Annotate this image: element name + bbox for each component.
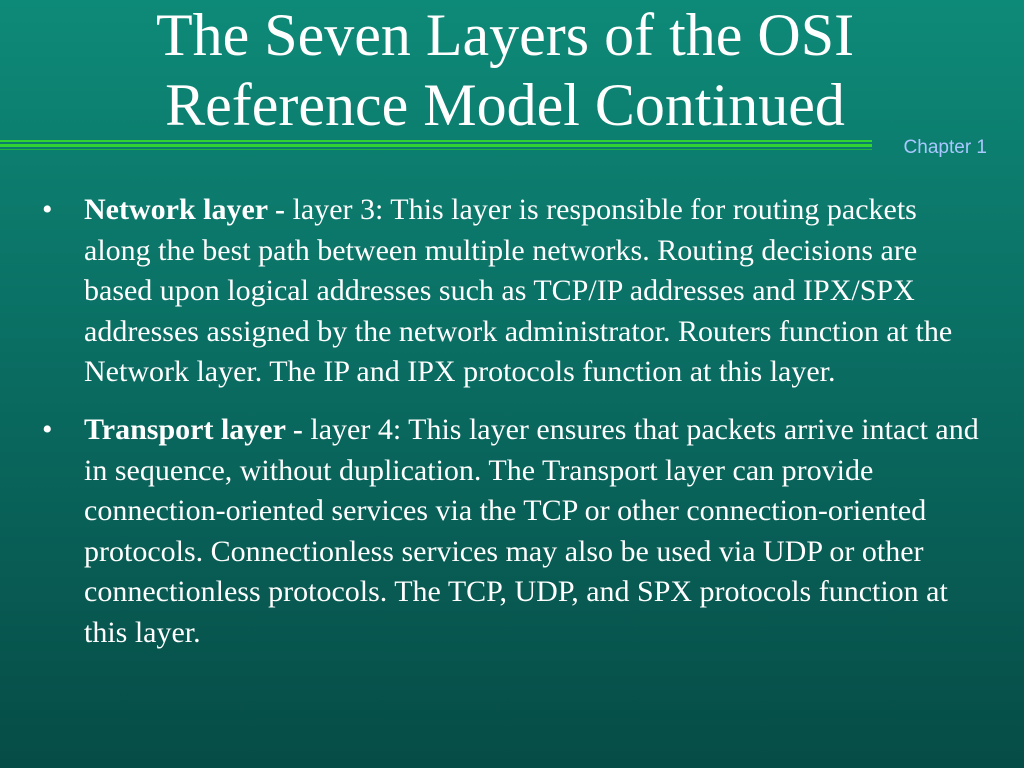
bullet-term: Network layer - [84,193,293,226]
slide-title: The Seven Layers of the OSI Reference Mo… [0,0,1010,140]
bullet-text: layer 4: This layer ensures that packets… [84,412,979,649]
bullet-icon: • [42,193,53,226]
slide-title-line-1: The Seven Layers of the OSI [155,2,855,68]
bullet-item-network-layer: • Network layer - layer 3: This layer is… [42,190,982,393]
chapter-label: Chapter 1 [903,137,987,158]
bullet-list: • Network layer - layer 3: This layer is… [42,190,982,671]
bullet-item-transport-layer: • Transport layer - layer 4: This layer … [42,410,982,654]
bullet-icon: • [42,412,53,446]
slide-title-line-2: Reference Model Continued [165,72,845,138]
title-divider [0,140,872,150]
bullet-text: layer 3: This layer is responsible for r… [84,193,953,389]
bullet-term: Transport layer - [84,412,311,446]
